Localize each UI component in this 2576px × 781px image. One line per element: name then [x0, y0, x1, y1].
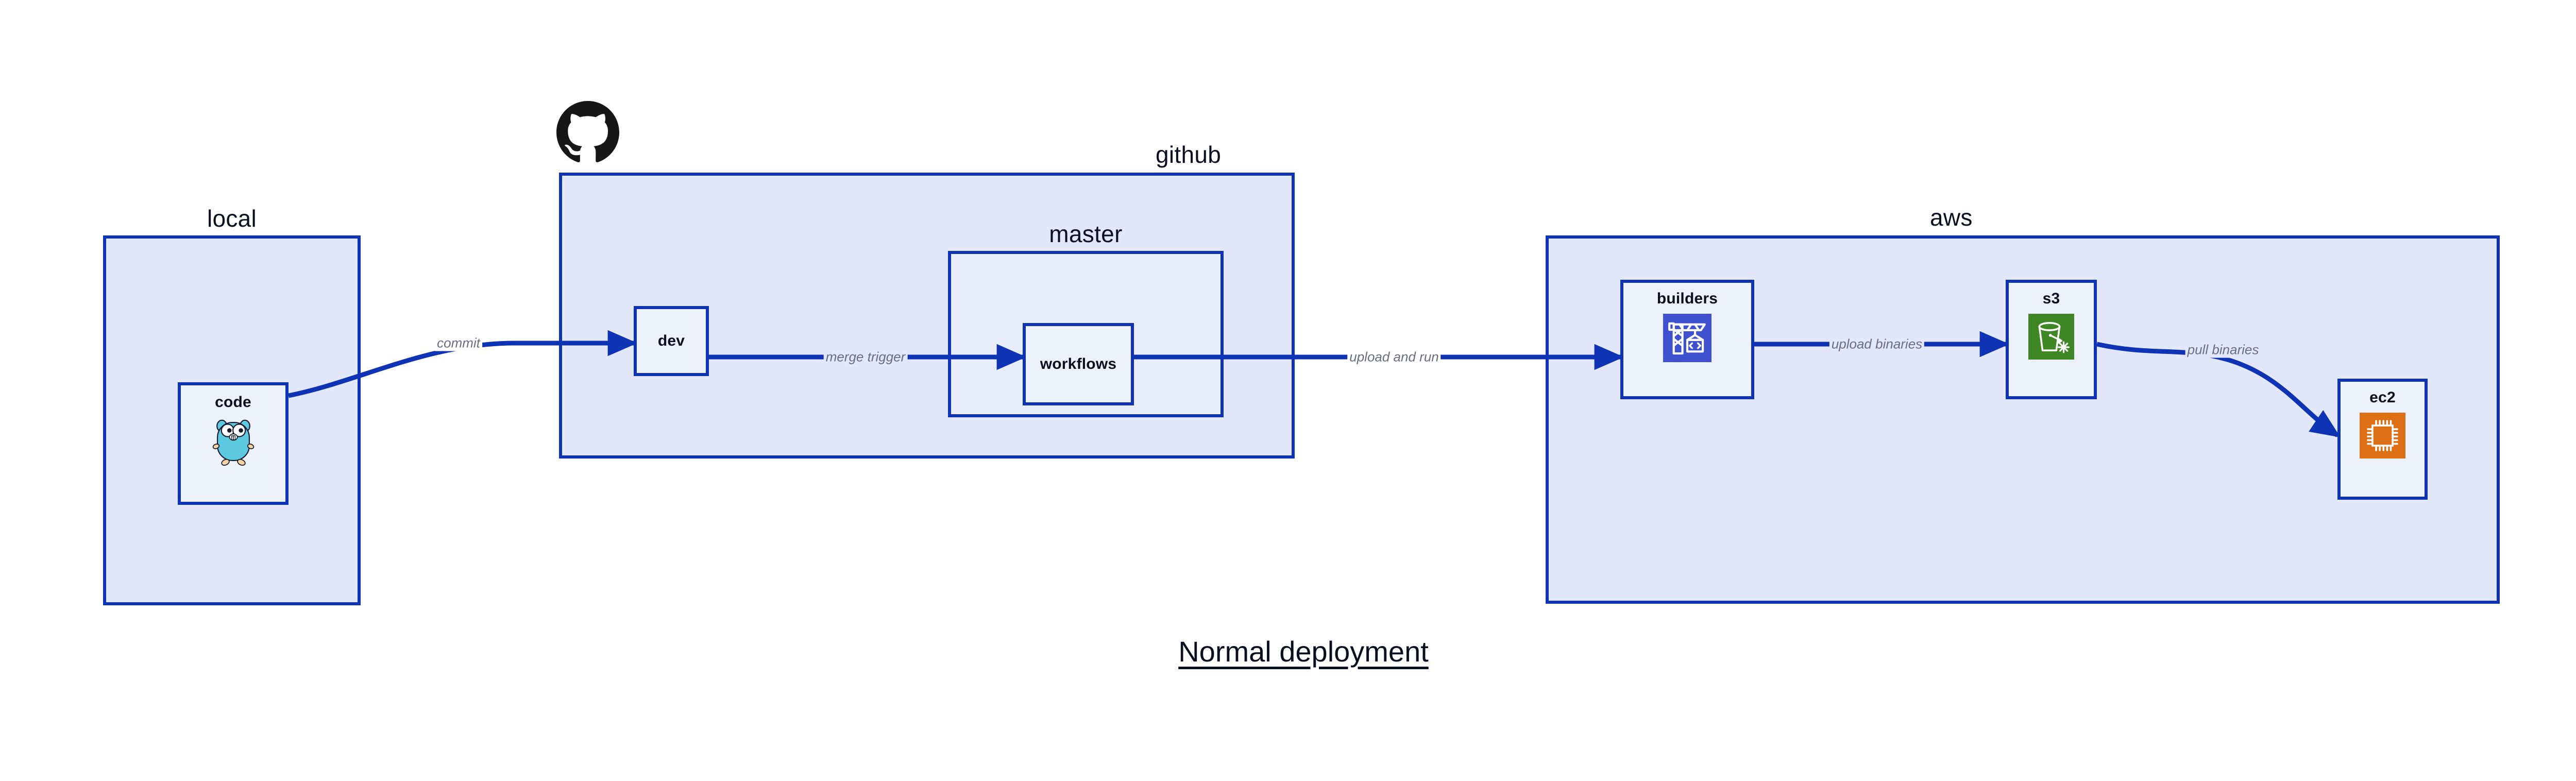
edge-label-upload-binaries: upload binaries	[1829, 336, 1925, 352]
node-dev[interactable]: dev	[634, 306, 709, 376]
node-s3[interactable]: s3	[2006, 280, 2097, 399]
github-octocat-logo	[556, 101, 619, 166]
node-s3-label: s3	[2042, 290, 2060, 307]
node-code[interactable]: code	[178, 382, 289, 505]
edge-label-merge-trigger: merge trigger	[823, 349, 908, 365]
cluster-local-label: local	[207, 205, 257, 232]
node-builders[interactable]: builders	[1620, 280, 1754, 399]
aws-ec2-chip-icon	[2360, 413, 2405, 459]
aws-s3-bucket-icon	[2028, 314, 2074, 360]
edge-label-commit: commit	[435, 335, 482, 351]
node-workflows[interactable]: workflows	[1023, 323, 1134, 405]
edge-label-upload-and-run: upload and run	[1347, 349, 1441, 365]
node-dev-label: dev	[657, 332, 685, 349]
node-ec2[interactable]: ec2	[2337, 379, 2428, 500]
edge-label-pull-binaries: pull binaries	[2185, 342, 2261, 358]
diagram-title: Normal deployment	[1178, 635, 1429, 668]
cluster-github-label: github	[1156, 141, 1222, 168]
node-workflows-label: workflows	[1040, 355, 1117, 372]
node-builders-label: builders	[1656, 290, 1718, 307]
node-code-label: code	[215, 394, 251, 411]
aws-builders-crane-icon	[1663, 314, 1711, 362]
cluster-aws-label: aws	[1930, 204, 1973, 231]
golang-gopher-icon	[211, 416, 256, 467]
node-ec2-label: ec2	[2369, 389, 2396, 406]
cluster-master-label: master	[1049, 220, 1123, 247]
